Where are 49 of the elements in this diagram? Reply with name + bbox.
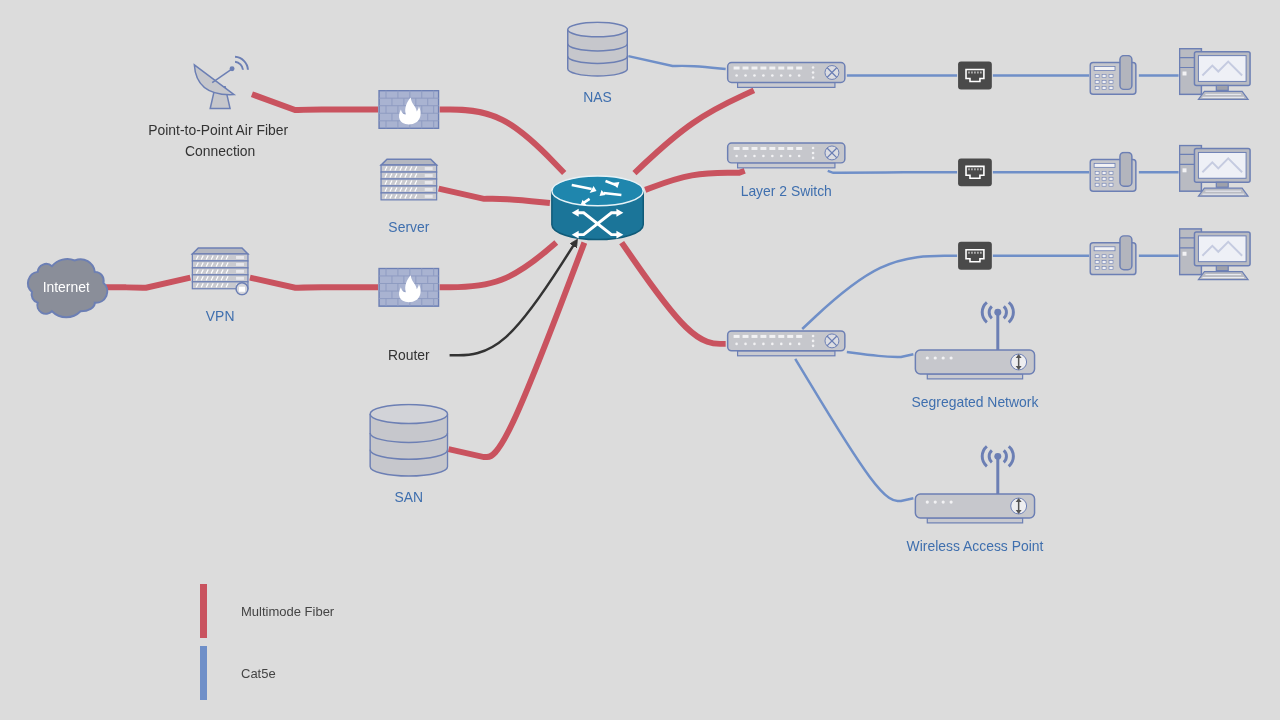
- connector: [438, 185, 551, 206]
- node-picture: [566, 21, 629, 77]
- connector: [827, 169, 958, 175]
- connector: [439, 240, 559, 291]
- node-picture: [549, 173, 646, 243]
- node-label: SAN: [394, 488, 424, 505]
- connector: [992, 254, 1090, 257]
- node-picture: [725, 141, 847, 171]
- node-picture: [1089, 54, 1139, 97]
- node-picture: [725, 329, 847, 359]
- node-picture: [369, 403, 449, 477]
- node-picture: [957, 240, 993, 271]
- node-picture: [1089, 151, 1139, 194]
- node-label: NAS: [583, 88, 612, 105]
- connector: [794, 358, 914, 503]
- node-picture: [1089, 234, 1139, 277]
- node-label: VPN: [205, 307, 235, 324]
- node-picture: [378, 267, 440, 308]
- node-picture: [957, 60, 993, 91]
- connector: [1138, 74, 1179, 77]
- node-label: Layer 2 Switch: [740, 182, 832, 199]
- connector: [1138, 171, 1179, 174]
- connector: [447, 241, 588, 461]
- node-label: Wireless Access Point: [906, 537, 1044, 554]
- legend-label: Multimode Fiber: [241, 603, 335, 619]
- node-text: Router: [387, 346, 430, 363]
- connector: [249, 274, 379, 291]
- node-label: Server: [388, 218, 430, 235]
- node-label: Segregated Network: [911, 393, 1039, 410]
- connector: [846, 350, 914, 359]
- connector: [1138, 254, 1179, 257]
- arrow: [449, 238, 578, 357]
- node-picture: [190, 246, 250, 296]
- connector: [439, 106, 567, 176]
- connector: [628, 54, 726, 71]
- connector: [250, 91, 379, 113]
- node-picture: [957, 157, 993, 188]
- connector: [992, 74, 1090, 77]
- connector: [619, 240, 726, 347]
- connector: [105, 274, 191, 291]
- connector: [992, 171, 1090, 174]
- connector: [801, 254, 958, 330]
- node-picture: [725, 60, 847, 91]
- legend-label: Cat5e: [241, 665, 276, 681]
- connector: [632, 87, 756, 176]
- node-picture: [378, 89, 440, 130]
- connector: [644, 168, 746, 193]
- node-label: Point-to-Point Air Fiber Connection: [148, 122, 289, 160]
- connector: [846, 74, 958, 77]
